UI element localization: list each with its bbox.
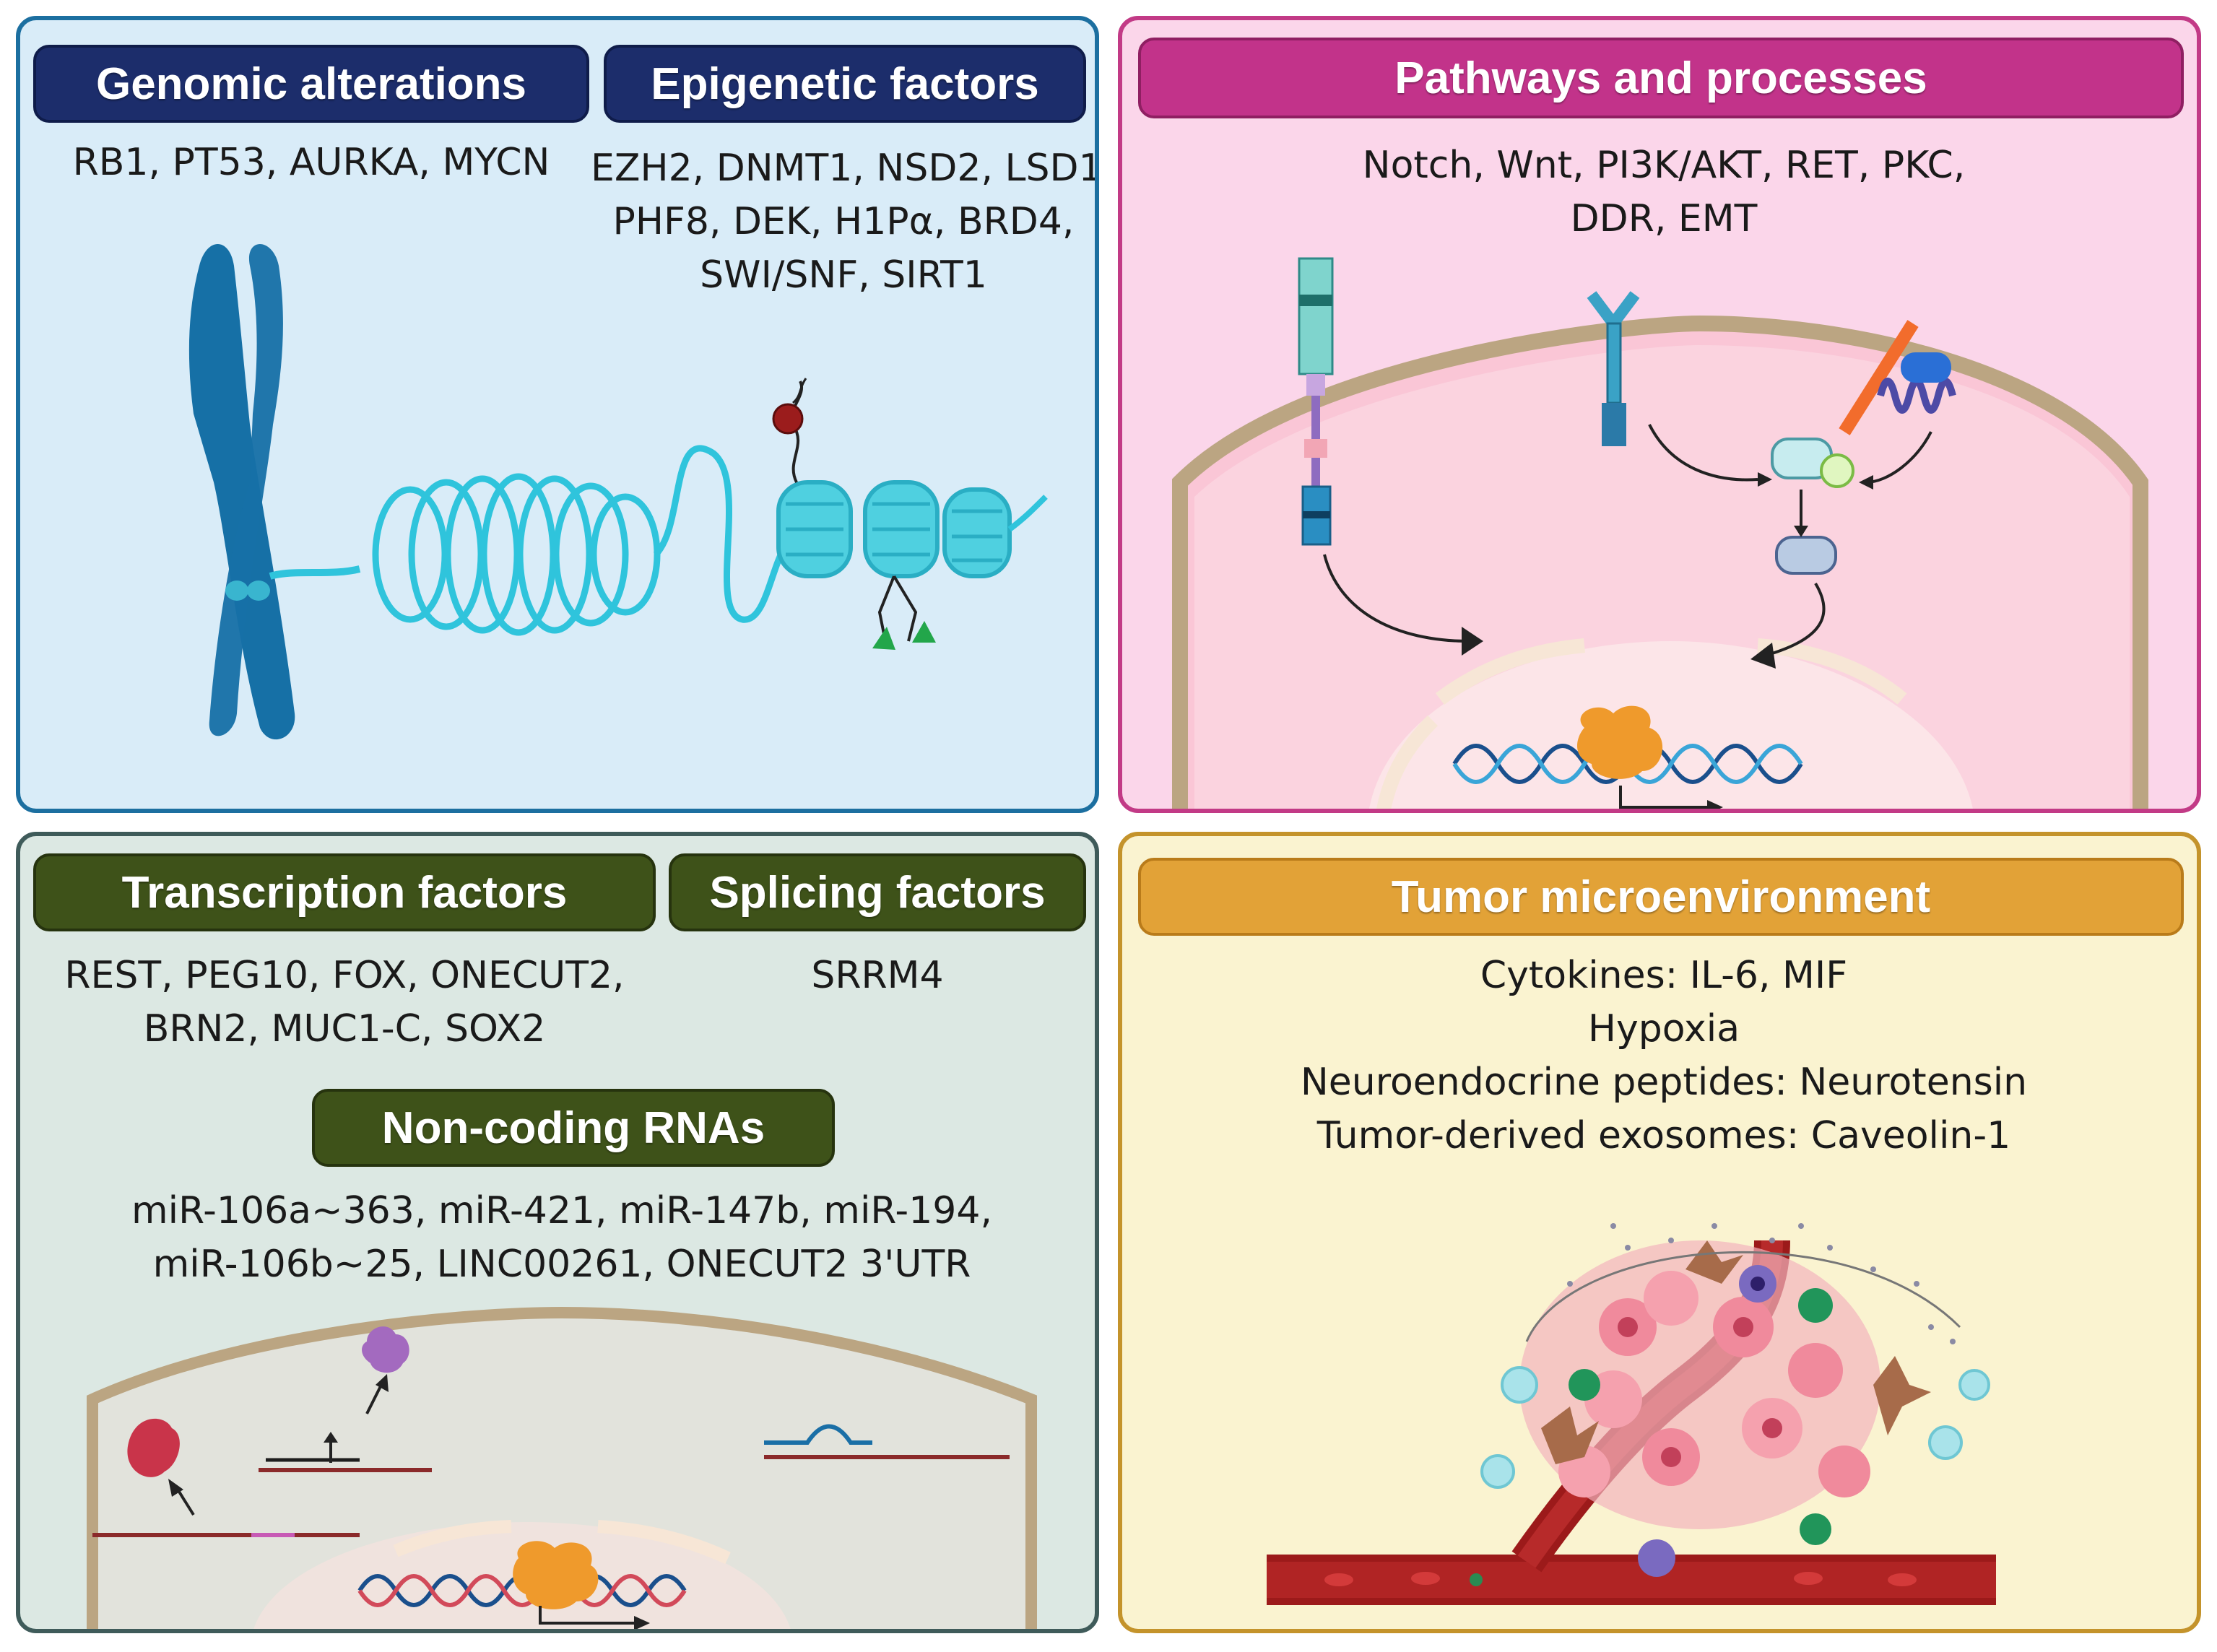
splicing-factors-title: Splicing factors bbox=[669, 853, 1086, 931]
splicing-line-1: SRRM4 bbox=[811, 954, 944, 997]
genomic-line-1: RB1, PT53, AURKA, MYCN bbox=[72, 141, 550, 184]
transcription-factors-list: REST, PEG10, FOX, ONECUT2, BRN2, MUC1-C,… bbox=[33, 949, 656, 1056]
rna-polymerase-icon bbox=[513, 1541, 599, 1609]
genomic-epigenetic-panel: Genomic alterations Epigenetic factors R… bbox=[16, 16, 1099, 813]
transcription-line-2: BRN2, MUC1-C, SOX2 bbox=[143, 1007, 546, 1051]
protein-icon bbox=[362, 1326, 409, 1373]
tumor-microenvironment-list: Cytokines: IL-6, MIF Hypoxia Neuroendocr… bbox=[1122, 949, 2197, 1162]
epigenetic-factors-title: Epigenetic factors bbox=[604, 45, 1086, 123]
non-coding-rnas-title: Non-coding RNAs bbox=[312, 1089, 835, 1167]
receptor-icon bbox=[1298, 257, 1334, 546]
pathways-title: Pathways and processes bbox=[1138, 38, 2184, 118]
nucleosome-icon bbox=[776, 480, 1048, 578]
epigenetic-line-3: SWI/SNF, SIRT1 bbox=[700, 253, 987, 297]
receptor-icon bbox=[1587, 291, 1640, 446]
receptor-icon bbox=[1839, 320, 1956, 435]
transcription-factors-title: Transcription factors bbox=[33, 853, 656, 931]
tme-line-2: Hypoxia bbox=[1587, 1007, 1740, 1051]
protein-icon bbox=[127, 1418, 180, 1477]
tumor-microenvironment-panel: Tumor microenvironment Cytokines: IL-6, … bbox=[1118, 832, 2201, 1633]
pathways-line-2: DDR, EMT bbox=[1570, 197, 1758, 240]
epigenetic-factors-list: EZH2, DNMT1, NSD2, LSD1, PHF8, DEK, H1Pα… bbox=[591, 142, 1099, 302]
epigenetic-line-2: PHF8, DEK, H1Pα, BRD4, bbox=[612, 200, 1075, 243]
pathways-line-1: Notch, Wnt, PI3K/AKT, RET, PKC, bbox=[1362, 144, 1966, 187]
tumor-microenvironment-title: Tumor microenvironment bbox=[1138, 858, 2184, 936]
genomic-alterations-title: Genomic alterations bbox=[33, 45, 589, 123]
pathways-list: Notch, Wnt, PI3K/AKT, RET, PKC, DDR, EMT bbox=[1122, 139, 2197, 245]
tumor-cell-cluster-icon bbox=[1519, 1240, 1931, 1577]
tumor-illustration bbox=[1267, 1223, 1996, 1605]
chromatin-fiber-icon bbox=[372, 473, 661, 636]
epigenetic-line-1: EZH2, DNMT1, NSD2, LSD1, bbox=[591, 147, 1099, 190]
transcription-panel: Transcription factors Splicing factors R… bbox=[16, 832, 1099, 1633]
noncoding-line-2: miR-106b~25, LINC00261, ONECUT2 3'UTR bbox=[152, 1243, 971, 1286]
ncrna-illustration bbox=[87, 1306, 1037, 1629]
tme-line-4: Tumor-derived exosomes: Caveolin-1 bbox=[1316, 1114, 2011, 1157]
transcription-line-1: REST, PEG10, FOX, ONECUT2, bbox=[64, 954, 625, 997]
pathways-panel: Pathways and processes Notch, Wnt, PI3K/… bbox=[1118, 16, 2201, 813]
tme-line-3: Neuroendocrine peptides: Neurotensin bbox=[1300, 1061, 2028, 1104]
splicing-factors-list: SRRM4 bbox=[669, 949, 1086, 1002]
rna-polymerase-icon bbox=[1577, 705, 1663, 779]
cell-membrane-icon bbox=[87, 1306, 1037, 1629]
signaling-illustration bbox=[1172, 257, 2148, 809]
mirna-icon bbox=[92, 1424, 1010, 1537]
non-coding-rnas-list: miR-106a~363, miR-421, miR-147b, miR-194… bbox=[20, 1184, 1095, 1291]
noncoding-line-1: miR-106a~363, miR-421, miR-147b, miR-194… bbox=[131, 1189, 992, 1233]
tme-line-1: Cytokines: IL-6, MIF bbox=[1480, 954, 1848, 997]
chromosome-icon bbox=[188, 244, 295, 740]
chromatin-illustration bbox=[188, 244, 1048, 740]
genomic-alterations-list: RB1, PT53, AURKA, MYCN bbox=[33, 136, 589, 189]
